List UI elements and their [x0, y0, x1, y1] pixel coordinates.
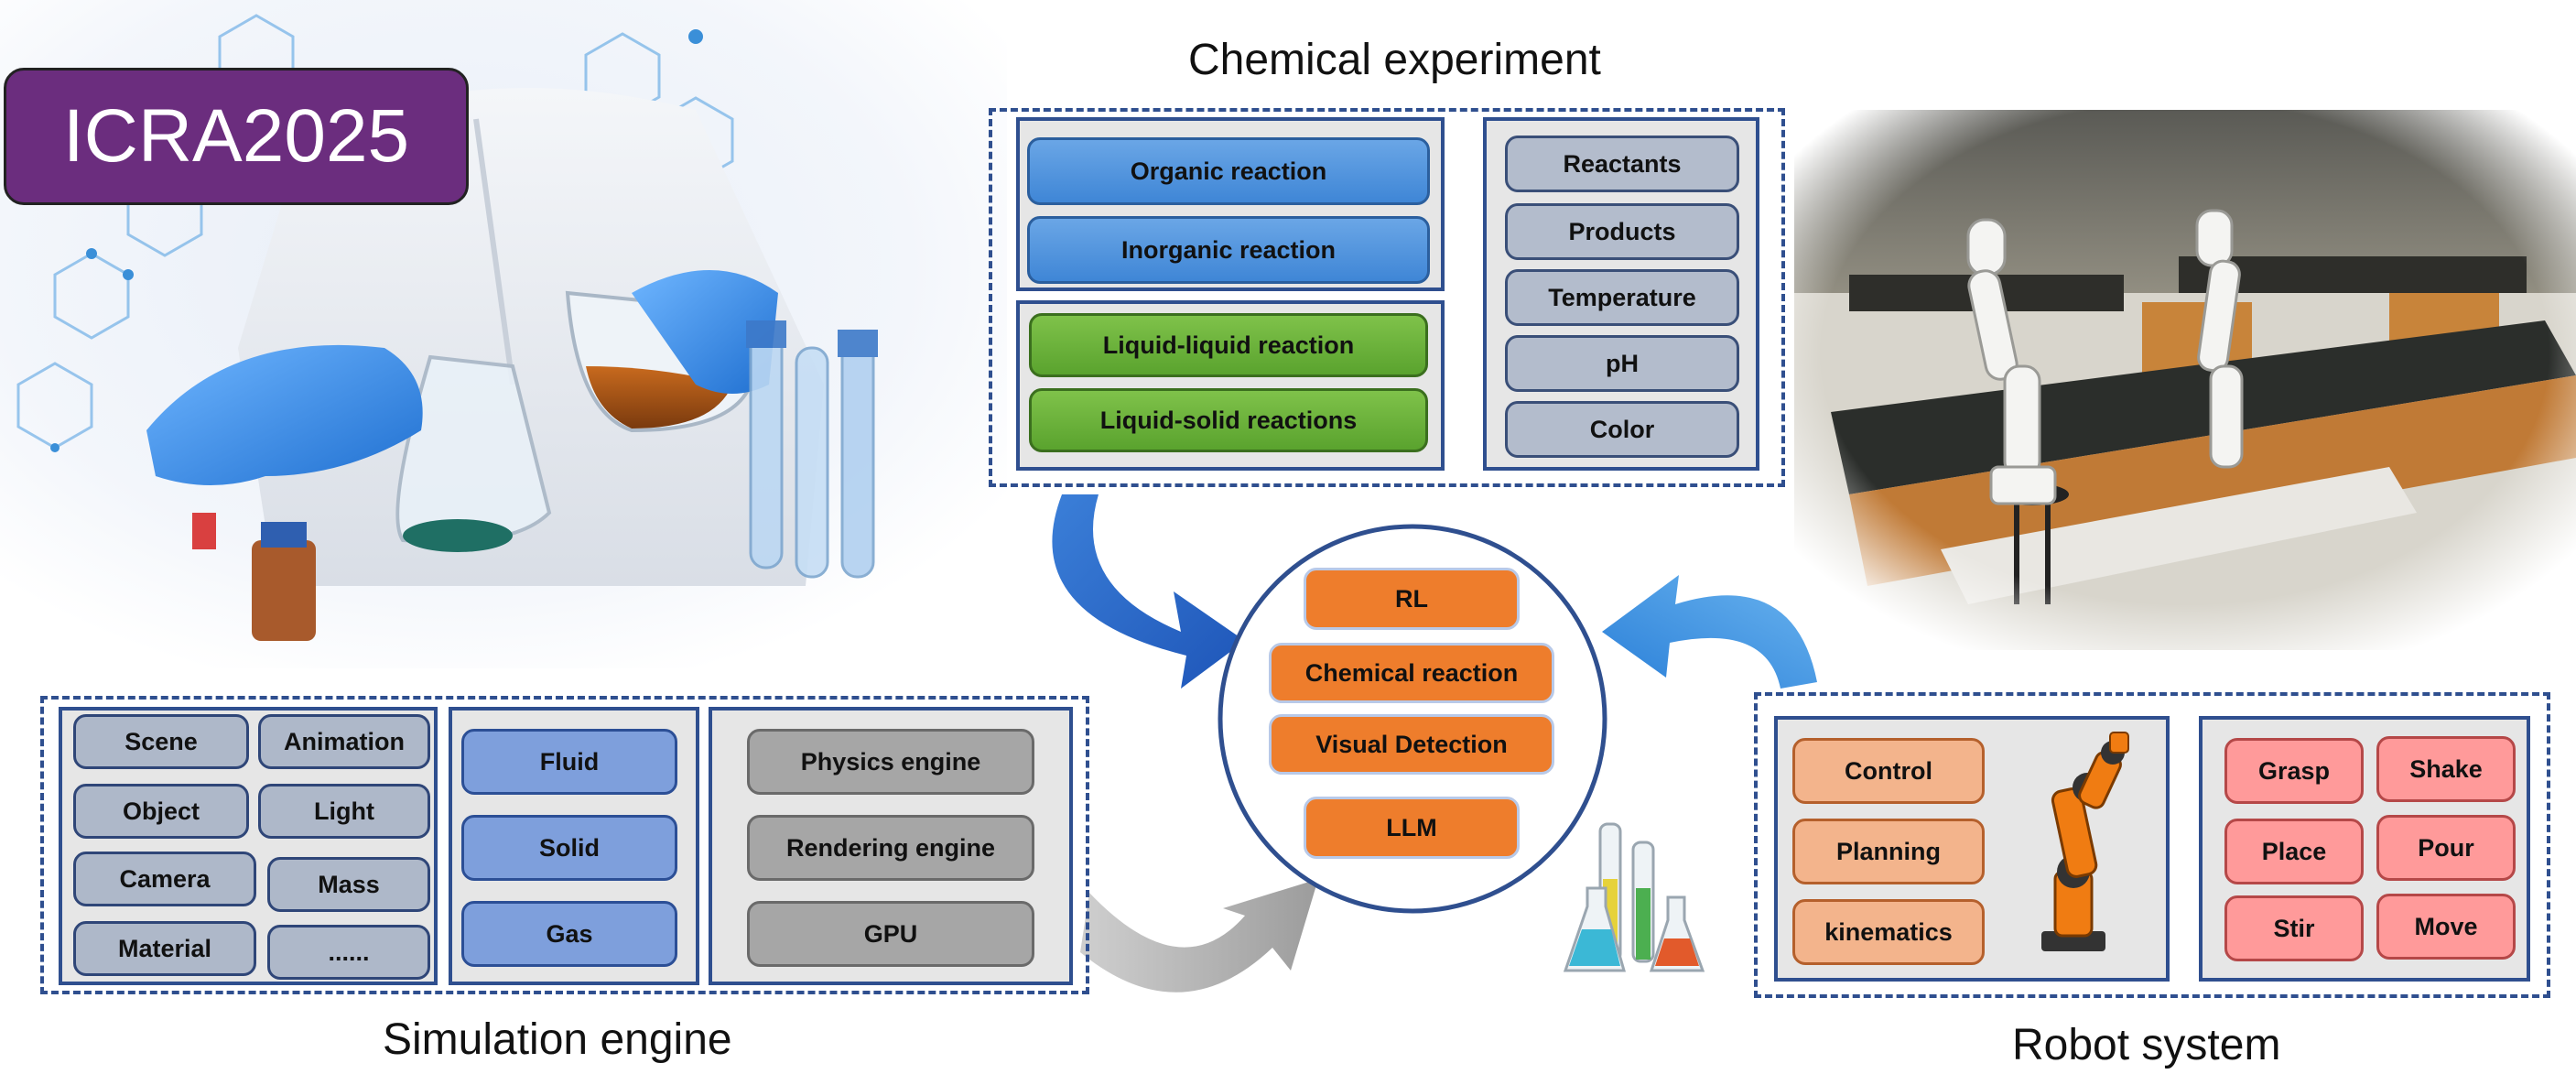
grasp-box: Grasp — [2224, 738, 2364, 804]
chemical-experiment-title: Chemical experiment — [1188, 36, 1601, 84]
physics-engine-box: Physics engine — [747, 729, 1034, 795]
robot-system-frame — [1754, 692, 2550, 998]
camera-box: Camera — [73, 852, 256, 906]
light-box: Light — [258, 784, 430, 839]
llm-box: LLM — [1304, 797, 1520, 859]
pour-box: Pour — [2376, 815, 2516, 881]
chem-to-core-arrow — [1052, 494, 1245, 689]
lab-hands-photo — [0, 0, 1007, 668]
color-box: Color — [1505, 401, 1739, 458]
control-box: Control — [1792, 738, 1985, 804]
robot-lab-photo — [1794, 110, 2576, 650]
stir-box: Stir — [2224, 895, 2364, 961]
robot-to-core-arrow — [1602, 575, 1817, 689]
kinematics-box: kinematics — [1792, 899, 1985, 965]
animation-box: Animation — [258, 714, 430, 769]
gas-box: Gas — [461, 901, 677, 967]
reactants-box: Reactants — [1505, 136, 1739, 192]
solid-box: Solid — [461, 815, 677, 881]
rendering-engine-box: Rendering engine — [747, 815, 1034, 881]
ph-box: pH — [1505, 335, 1739, 392]
sim-to-core-arrow — [1080, 879, 1318, 993]
icra-badge-label: ICRA2025 — [62, 94, 410, 178]
object-box: Object — [73, 784, 249, 839]
liquid-solid-box: Liquid-solid reactions — [1029, 388, 1428, 452]
products-box: Products — [1505, 203, 1739, 260]
move-box: Move — [2376, 894, 2516, 960]
scene-box: Scene — [73, 714, 249, 769]
organic-reaction-box: Organic reaction — [1027, 137, 1430, 205]
place-box: Place — [2224, 819, 2364, 884]
chemical-reaction-box: Chemical reaction — [1269, 643, 1554, 703]
temperature-box: Temperature — [1505, 269, 1739, 326]
simulation-engine-title: Simulation engine — [383, 1015, 732, 1064]
ellipsis-box: ...... — [267, 925, 430, 980]
robot-arm-icon — [2041, 732, 2129, 951]
mass-box: Mass — [267, 857, 430, 912]
inorganic-reaction-box: Inorganic reaction — [1027, 216, 1430, 284]
material-box: Material — [73, 921, 256, 976]
visual-detection-box: Visual Detection — [1269, 714, 1554, 775]
planning-box: Planning — [1792, 819, 1985, 884]
rl-box: RL — [1304, 568, 1520, 630]
liquid-liquid-box: Liquid-liquid reaction — [1029, 313, 1428, 377]
robot-system-title: Robot system — [2012, 1021, 2281, 1069]
shake-box: Shake — [2376, 736, 2516, 802]
fluid-box: Fluid — [461, 729, 677, 795]
glassware-icon — [1563, 822, 1705, 972]
simulation-engine-frame — [40, 696, 1089, 994]
chemical-experiment-frame — [989, 108, 1785, 487]
icra-badge: ICRA2025 — [4, 68, 469, 205]
gpu-box: GPU — [747, 901, 1034, 967]
